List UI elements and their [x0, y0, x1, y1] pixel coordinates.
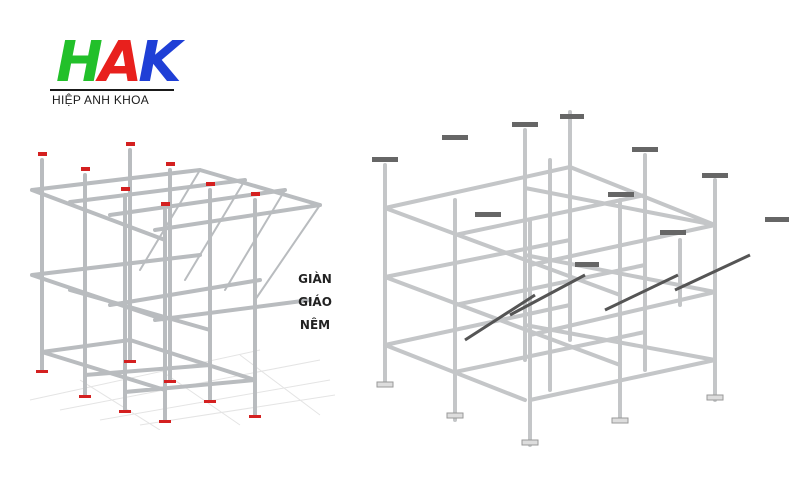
logo-letter-k: K — [138, 30, 181, 95]
logo-letter-h: H — [56, 30, 103, 95]
scaffold-illustration-left — [29, 142, 336, 430]
caption-line: GIÁO — [298, 295, 332, 309]
caption-line: GIÀN — [298, 272, 332, 286]
logo-letter-a: A — [98, 30, 142, 95]
logo-mark: H A K — [56, 30, 182, 95]
logo-subtitle: HIỆP ANH KHOA — [52, 93, 150, 107]
scaffold-illustration-right — [372, 110, 789, 447]
logo-divider — [50, 89, 174, 91]
caption-line: NÊM — [299, 318, 331, 332]
brand-logo: H A K HIỆP ANH KHOA — [48, 30, 182, 108]
diagonal-braces — [464, 253, 751, 342]
base-plates — [376, 381, 724, 446]
jack-accents — [36, 142, 261, 423]
u-head-accents — [372, 114, 789, 267]
product-caption: GIÀN GIÁO NÊM — [280, 268, 350, 337]
